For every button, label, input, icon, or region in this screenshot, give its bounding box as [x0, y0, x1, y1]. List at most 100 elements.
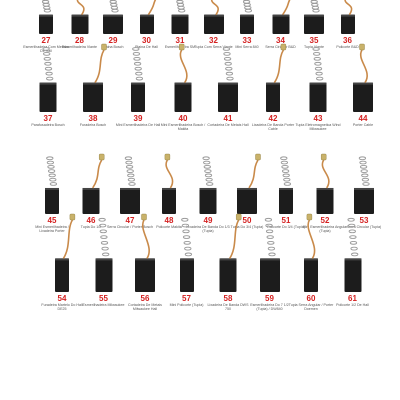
- carbon-block-top: [353, 82, 373, 85]
- terminal-lug: [280, 43, 287, 51]
- carbon-brush-image: [259, 217, 280, 292]
- item-caption: Porter Cable: [352, 123, 374, 127]
- carbon-block: [95, 258, 112, 292]
- terminal-lug: [178, 43, 185, 51]
- carbon-block: [237, 187, 257, 214]
- carbon-block: [266, 82, 280, 112]
- spring: [97, 217, 109, 257]
- item-number: 44: [358, 114, 368, 123]
- carbon-block: [259, 258, 280, 292]
- item-caption: Tupia Eletromagnetica Wind Milwaukee: [295, 123, 341, 132]
- item-number: 31: [175, 36, 185, 45]
- carbon-brush-image: [139, 0, 156, 34]
- spring: [264, 217, 276, 257]
- terminal-lug: [255, 153, 261, 161]
- carbon-block-top: [71, 14, 88, 17]
- item-caption: Lixadeira De Banda Do 1/3 (Tupia): [186, 225, 230, 234]
- copper-lead: [321, 159, 330, 189]
- carbon-block-top: [240, 14, 254, 17]
- carbon-brush-image: [179, 217, 194, 292]
- item-caption: Cortadeira De Metais Milwaukee Hall: [128, 303, 162, 312]
- carbon-block-top: [45, 187, 59, 190]
- item-number: 34: [276, 36, 285, 45]
- item-caption: Tupia Do 1/2: [80, 225, 102, 229]
- item-caption: Tupia Serra Angular / Porter Doemen: [288, 303, 334, 312]
- item-caption: Policorte Do 3/4 (Tupia): [267, 225, 305, 229]
- carbon-block-top: [139, 14, 154, 17]
- item-number: 40: [178, 114, 188, 123]
- carbon-brush-image: [344, 217, 361, 292]
- carbon-brush-image: [103, 0, 123, 34]
- item-number: 51: [281, 216, 291, 225]
- item-number: 60: [306, 294, 316, 303]
- carbon-block-top: [203, 14, 224, 17]
- carbon-block-top: [171, 14, 189, 17]
- carbon-brush-image: [171, 0, 189, 34]
- spring: [132, 47, 144, 81]
- item-caption: Esmerilhadeira Milwaukee: [82, 303, 125, 307]
- carbon-block: [162, 187, 176, 214]
- carbon-brush-image: [353, 43, 373, 112]
- carbon-brush-image: [55, 213, 76, 292]
- carbon-brush-image: [135, 213, 155, 292]
- spring: [312, 47, 324, 81]
- spring: [124, 156, 136, 186]
- carbon-block: [203, 14, 224, 34]
- carbon-block: [45, 187, 59, 214]
- copper-lead: [165, 159, 174, 189]
- item-caption: Tupia Do 3/4 (Tupia): [230, 225, 264, 229]
- carbon-brush-image: [45, 156, 59, 214]
- carbon-block: [344, 258, 361, 292]
- spring: [41, 0, 52, 13]
- carbon-block: [174, 82, 192, 112]
- carbon-brush-image: [39, 47, 57, 112]
- item-caption: Serra Circular (Tupia): [346, 225, 382, 229]
- item-number: 29: [108, 36, 118, 45]
- spring: [180, 217, 192, 257]
- carbon-block-top: [55, 258, 69, 261]
- item-caption: Cortadeira De Metais Hall: [207, 123, 249, 127]
- carbon-block: [240, 14, 254, 34]
- item-number: 59: [265, 294, 274, 303]
- item-number: 50: [242, 216, 252, 225]
- terminal-lug: [236, 213, 242, 221]
- item-caption: Esmerilhadeira Do 7 1/2 (Tupia) / DW840: [250, 303, 289, 312]
- item-number: 32: [209, 36, 218, 45]
- item-number: 28: [75, 36, 84, 45]
- terminal-lug: [99, 153, 105, 161]
- item-caption: Mini Esmerilhadeira Bosch / Makita: [160, 123, 206, 132]
- item-number: 38: [88, 114, 98, 123]
- item-caption: Plaina Bosch: [102, 45, 124, 49]
- carbon-block-top: [103, 14, 123, 17]
- item-caption: Serra Circular / Porter Bosch: [107, 225, 153, 229]
- item-caption: Tupia Viante: [304, 45, 324, 49]
- carbon-brush-image: [272, 0, 290, 34]
- carbon-block-top: [218, 82, 238, 85]
- item-caption: Lixadeira De Banda DWS 750: [207, 303, 249, 312]
- carbon-brush-image: [131, 47, 145, 112]
- carbon-brush-image: [304, 213, 318, 292]
- item-caption: Policorte 1/2 De Hall: [336, 303, 369, 307]
- carbon-brush-image: [237, 153, 261, 214]
- carbon-brush-image: [39, 0, 53, 34]
- carbon-brush-image: [309, 47, 327, 112]
- terminal-lug: [164, 153, 171, 161]
- carbon-brush-image: [354, 156, 374, 214]
- carbon-block-top: [179, 258, 194, 261]
- item-caption: Mini Esmerilhadeira Angular (Tupia): [302, 225, 348, 234]
- copper-lead: [141, 219, 150, 259]
- item-number: 33: [242, 36, 252, 45]
- spring: [109, 0, 119, 13]
- item-caption: Parafusadeira Bosch: [31, 123, 65, 127]
- copper-lead: [359, 49, 368, 84]
- carbon-block-top: [309, 82, 327, 85]
- copper-lead: [147, 0, 156, 16]
- terminal-lug: [69, 213, 76, 221]
- carbon-block-top: [266, 82, 280, 85]
- carbon-block: [82, 187, 100, 214]
- carbon-block: [120, 187, 140, 214]
- carbon-block-top: [120, 187, 140, 190]
- carbon-block-top: [135, 258, 155, 261]
- carbon-block: [71, 14, 88, 34]
